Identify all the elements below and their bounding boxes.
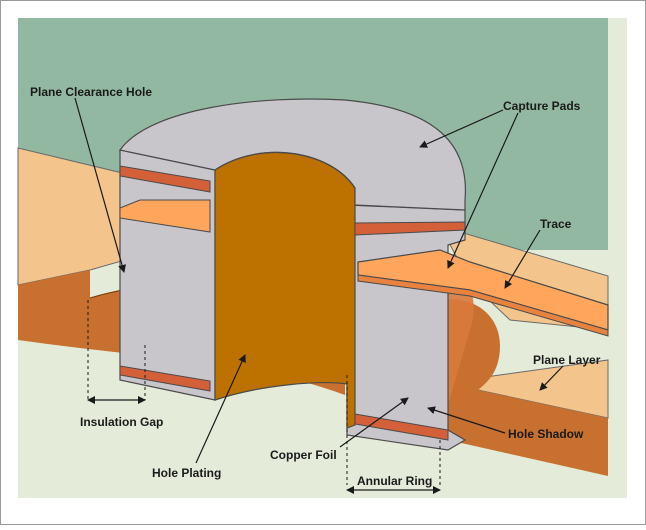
- plane-side-right: [440, 299, 608, 476]
- label-hole-plating: Hole Plating: [152, 466, 221, 480]
- copper-foil-bottom-left: [119, 365, 211, 392]
- trace-edge: [357, 274, 609, 337]
- label-trace: Trace: [540, 217, 572, 231]
- copper-foil-bottom-right: [354, 413, 449, 441]
- label-annular-ring: Annular Ring: [357, 474, 432, 488]
- leader-lines: [74, 97, 564, 464]
- label-plane-layer: Plane Layer: [533, 353, 601, 367]
- copper-foil-top-left: [119, 165, 211, 193]
- label-hole-shadow: Hole Shadow: [508, 427, 584, 441]
- hole-rim: [214, 151, 356, 189]
- label-copper-foil: Copper Foil: [270, 448, 337, 462]
- dimension-guides: [87, 300, 441, 485]
- label-plane-clearance-hole: Plane Clearance Hole: [30, 85, 152, 99]
- inner-pad-left: [119, 199, 211, 233]
- label-insulation-gap: Insulation Gap: [80, 415, 163, 429]
- barrel-wall-right: [346, 204, 467, 451]
- label-capture-pads: Capture Pads: [503, 99, 581, 113]
